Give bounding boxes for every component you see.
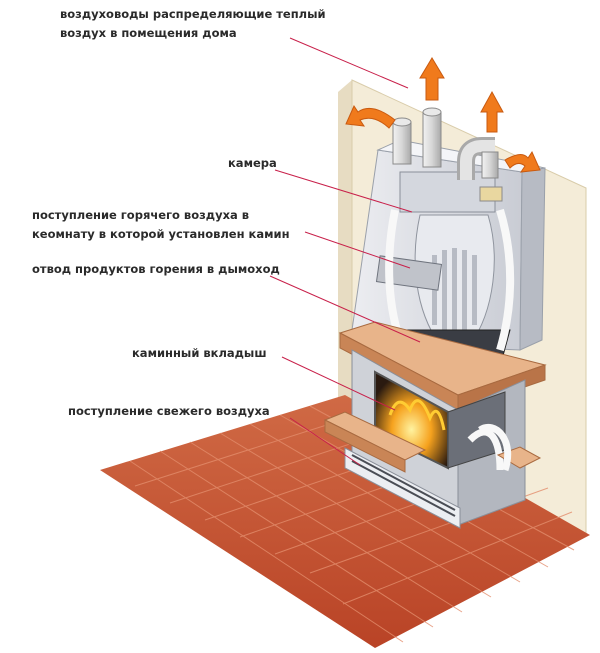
mantel-shelf <box>338 321 547 411</box>
fireplace-body <box>351 349 526 526</box>
label-ducts-line1: воздуховоды распределяющие теплый <box>60 7 326 21</box>
label-hot-air-line1: поступление горячего воздуха в <box>32 208 250 222</box>
warm-air-arrows <box>345 57 541 173</box>
label-ducts-line2: воздух в помещения дома <box>60 26 237 40</box>
air-ducts <box>392 107 503 202</box>
label-hot-air-line2: кеомнату в которой установлен камин <box>32 227 290 241</box>
label-fresh-air: поступление свежего воздуха <box>68 404 270 418</box>
label-chamber: камера <box>228 156 277 170</box>
air-intake-base <box>323 411 542 529</box>
label-insert: каминный вкладыш <box>132 346 267 360</box>
leader-lines <box>269 37 421 466</box>
label-flue: отвод продуктов горения в дымоход <box>32 262 280 276</box>
